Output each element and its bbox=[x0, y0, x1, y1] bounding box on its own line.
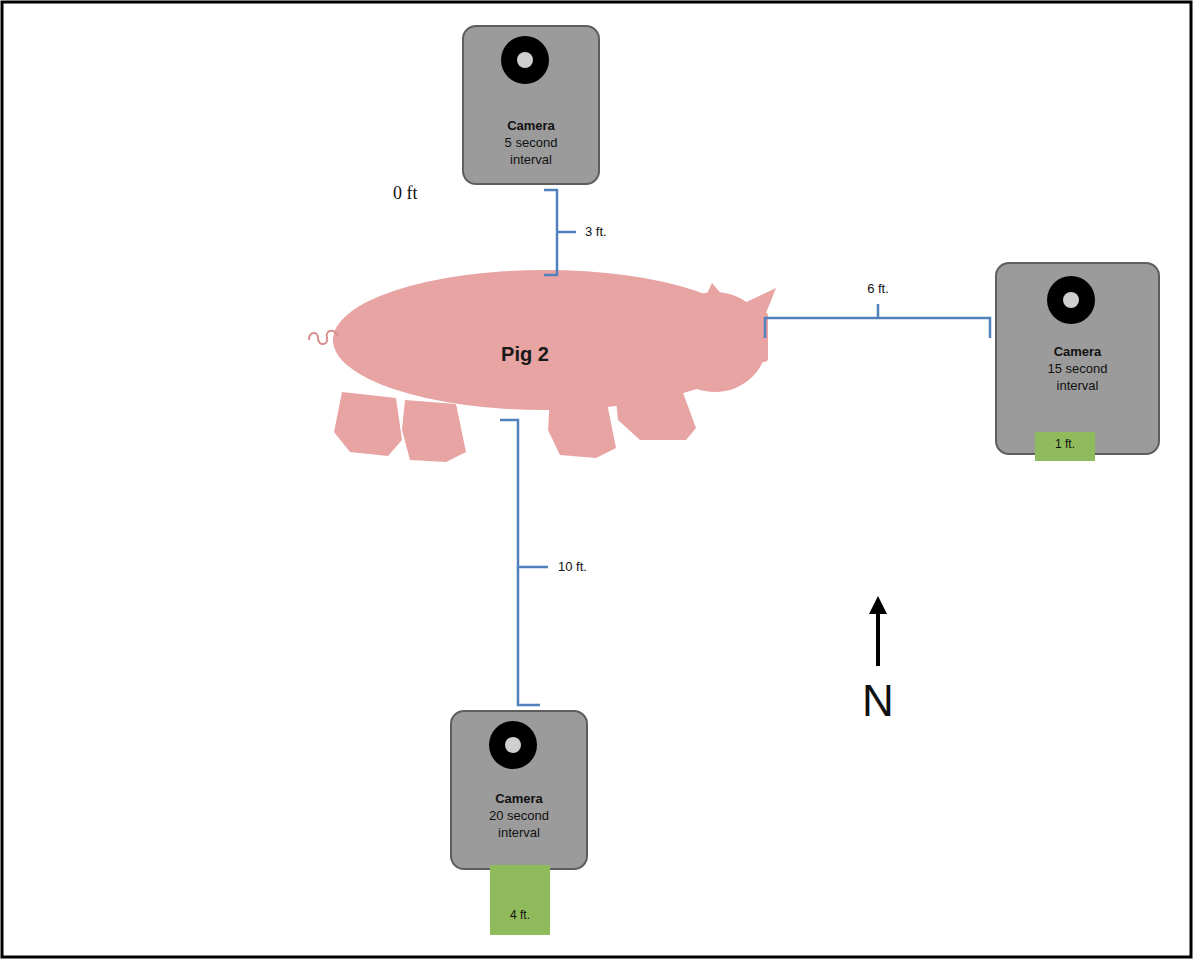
dimension-label: 3 ft. bbox=[585, 224, 607, 239]
pig-tail bbox=[309, 331, 338, 344]
pig-ear bbox=[742, 288, 776, 318]
pig-leg bbox=[615, 390, 696, 440]
camera-title: Camera bbox=[997, 343, 1158, 360]
pig-ear bbox=[700, 283, 728, 308]
dimension-label: 10 ft. bbox=[558, 559, 587, 574]
camera-title: Camera bbox=[464, 117, 598, 134]
pig-leg bbox=[548, 398, 616, 458]
camera-box: Camera15 second interval bbox=[995, 262, 1160, 455]
north-arrowhead bbox=[869, 596, 887, 614]
pig-leg bbox=[402, 400, 466, 462]
pig-leg bbox=[334, 392, 402, 456]
distance-tag: 1 ft. bbox=[1035, 432, 1095, 461]
pig-snout bbox=[730, 312, 768, 362]
interval-text: 5 second interval bbox=[491, 134, 571, 168]
pig-figure-label: Pig 2 bbox=[335, 270, 775, 460]
dimension-label: 6 ft. bbox=[867, 281, 889, 296]
camera-box: Camera5 second interval bbox=[462, 25, 600, 185]
camera-title: Camera bbox=[452, 790, 586, 807]
north-arrow bbox=[876, 612, 880, 666]
distance-value: 4 ft. bbox=[510, 908, 530, 923]
distance-note: 0 ft bbox=[393, 183, 418, 204]
distance-tag: 4 ft. bbox=[490, 865, 550, 935]
distance-value: 1 ft. bbox=[1055, 437, 1075, 452]
compass-label: N bbox=[862, 676, 894, 726]
dimension-bracket bbox=[544, 190, 576, 275]
dimension-bracket bbox=[765, 304, 990, 338]
interval-text: 15 second interval bbox=[1038, 360, 1118, 394]
camera-box: Camera20 second interval bbox=[450, 710, 588, 870]
subject-name: Pig 2 bbox=[455, 342, 595, 366]
pig-figure bbox=[333, 270, 776, 462]
dimension-bracket bbox=[500, 420, 548, 705]
interval-text: 20 second interval bbox=[479, 807, 559, 841]
dimension-brackets bbox=[500, 190, 990, 705]
